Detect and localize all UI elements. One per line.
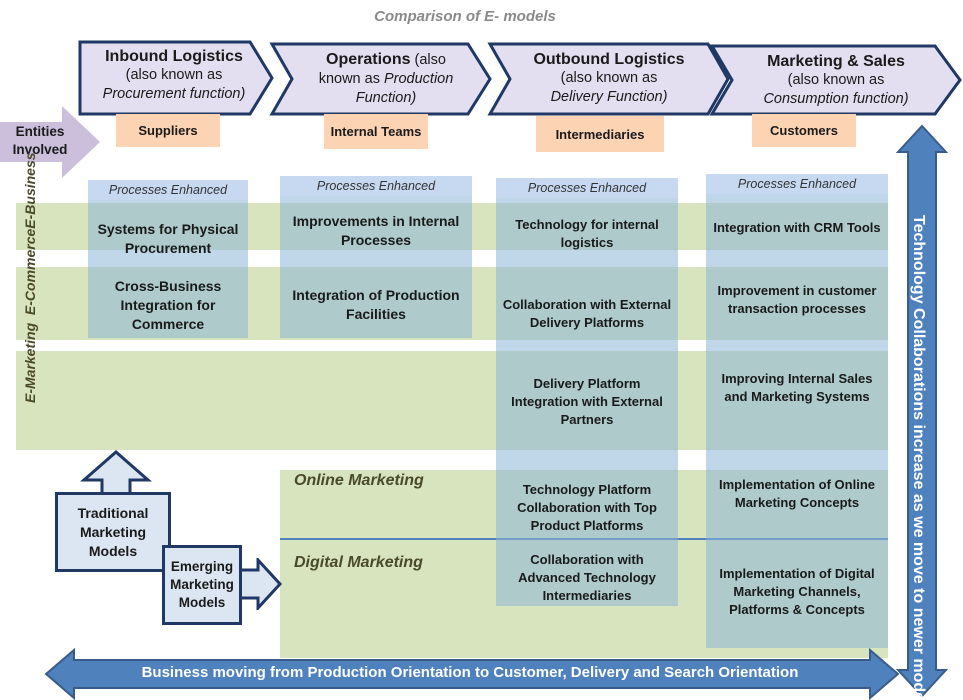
entity-suppliers: Suppliers	[116, 114, 220, 147]
label-left-vertical: E-Marketing E-CommerceE-Business	[22, 152, 38, 403]
processes-header-2: Processes Enhanced	[280, 176, 472, 196]
cell-digital-marketing-channels: Implementation of Digital Marketing Chan…	[719, 566, 875, 617]
right-arrow-label: Technology Collaborations increase as we…	[910, 215, 927, 700]
stage-marketing-head: Marketing & Sales	[767, 53, 905, 70]
cell-physical-procurement: Systems for Physical Procurement	[97, 221, 239, 256]
stage-chevrons	[78, 40, 962, 116]
cell-advanced-intermediaries: Collaboration with Advanced Technology I…	[518, 552, 656, 603]
column-marketing	[706, 194, 888, 648]
processes-header-1: Processes Enhanced	[88, 180, 248, 200]
chevron-operations	[269, 42, 492, 116]
stage-outbound: Outbound Logistics (also known as Delive…	[516, 50, 702, 107]
cell-internal-processes: Improvements in Internal Processes	[292, 213, 460, 248]
processes-header-3: Processes Enhanced	[496, 178, 678, 198]
diagram-title: Comparison of E- models	[374, 8, 556, 25]
stage-operations-head-tail: (also	[410, 52, 446, 68]
label-ebusiness: E-Business	[22, 152, 38, 229]
stage-marketing-line2: (also known as	[787, 72, 885, 88]
column-inbound	[88, 200, 248, 338]
label-online-marketing: Online Marketing	[294, 472, 424, 489]
entity-internal-teams: Internal Teams	[324, 114, 428, 149]
emerging-models-box: Emerging Marketing Models	[162, 545, 242, 625]
stage-inbound-line3: Procurement function)	[102, 86, 246, 102]
entity-intermediaries: Intermediaries	[536, 116, 664, 152]
column-outbound	[496, 198, 678, 606]
stage-outbound-line2: (also known as	[560, 70, 658, 86]
processes-header-4: Processes Enhanced	[706, 174, 888, 194]
chevron-marketing	[709, 44, 962, 116]
stage-outbound-head: Outbound Logistics	[533, 51, 685, 68]
chevron-inbound	[78, 40, 274, 116]
label-ecommerce: E-Commerce	[22, 228, 38, 316]
cell-delivery-integration: Delivery Platform Integration with Exter…	[511, 376, 663, 427]
stage-operations-line2-italic: Production	[383, 71, 454, 87]
chevron-outbound	[487, 42, 730, 116]
stage-marketing-line3: Consumption function)	[763, 91, 909, 107]
right-double-arrow	[896, 124, 948, 698]
stage-operations-line3: Function)	[355, 90, 417, 106]
bottom-arrow-label: Business moving from Production Orientat…	[141, 664, 799, 681]
label-emarketing: E-Marketing	[22, 322, 38, 403]
stage-marketing: Marketing & Sales (also known as Consump…	[736, 52, 936, 109]
column-operations	[280, 196, 472, 338]
cell-crm-tools: Integration with CRM Tools	[713, 220, 881, 235]
entities-arrow	[0, 106, 100, 178]
entities-label: Entities Involved	[12, 124, 68, 157]
cell-cross-business: Cross-Business Integration for Commerce	[114, 277, 222, 332]
traditional-up-arrow	[80, 450, 152, 496]
stage-operations: Operations (also known as Production Fun…	[296, 50, 476, 108]
label-digital-marketing: Digital Marketing	[294, 554, 423, 571]
cell-sales-marketing-systems: Improving Internal Sales and Marketing S…	[721, 371, 873, 404]
cell-online-marketing-concepts: Implementation of Online Marketing Conce…	[718, 477, 875, 510]
cell-customer-transactions: Improvement in customer transaction proc…	[717, 283, 877, 316]
cell-top-product-platforms: Technology Platform Collaboration with T…	[517, 482, 657, 533]
stage-inbound: Inbound Logistics (also known as Procure…	[84, 47, 264, 104]
stage-inbound-line2: (also known as	[125, 67, 223, 83]
bottom-double-arrow	[44, 648, 900, 700]
stage-operations-head: Operations	[326, 51, 411, 68]
cell-internal-logistics: Technology for internal logistics	[515, 217, 659, 250]
stage-operations-line2: known as	[318, 71, 384, 87]
cell-production-facilities: Integration of Production Facilities	[292, 287, 460, 322]
entity-customers: Customers	[752, 114, 856, 147]
traditional-models-box: Traditional Marketing Models	[55, 492, 171, 572]
cell-external-delivery: Collaboration with External Delivery Pla…	[502, 297, 672, 330]
stage-outbound-line3: Delivery Function)	[550, 89, 668, 105]
stage-inbound-head: Inbound Logistics	[105, 48, 243, 65]
